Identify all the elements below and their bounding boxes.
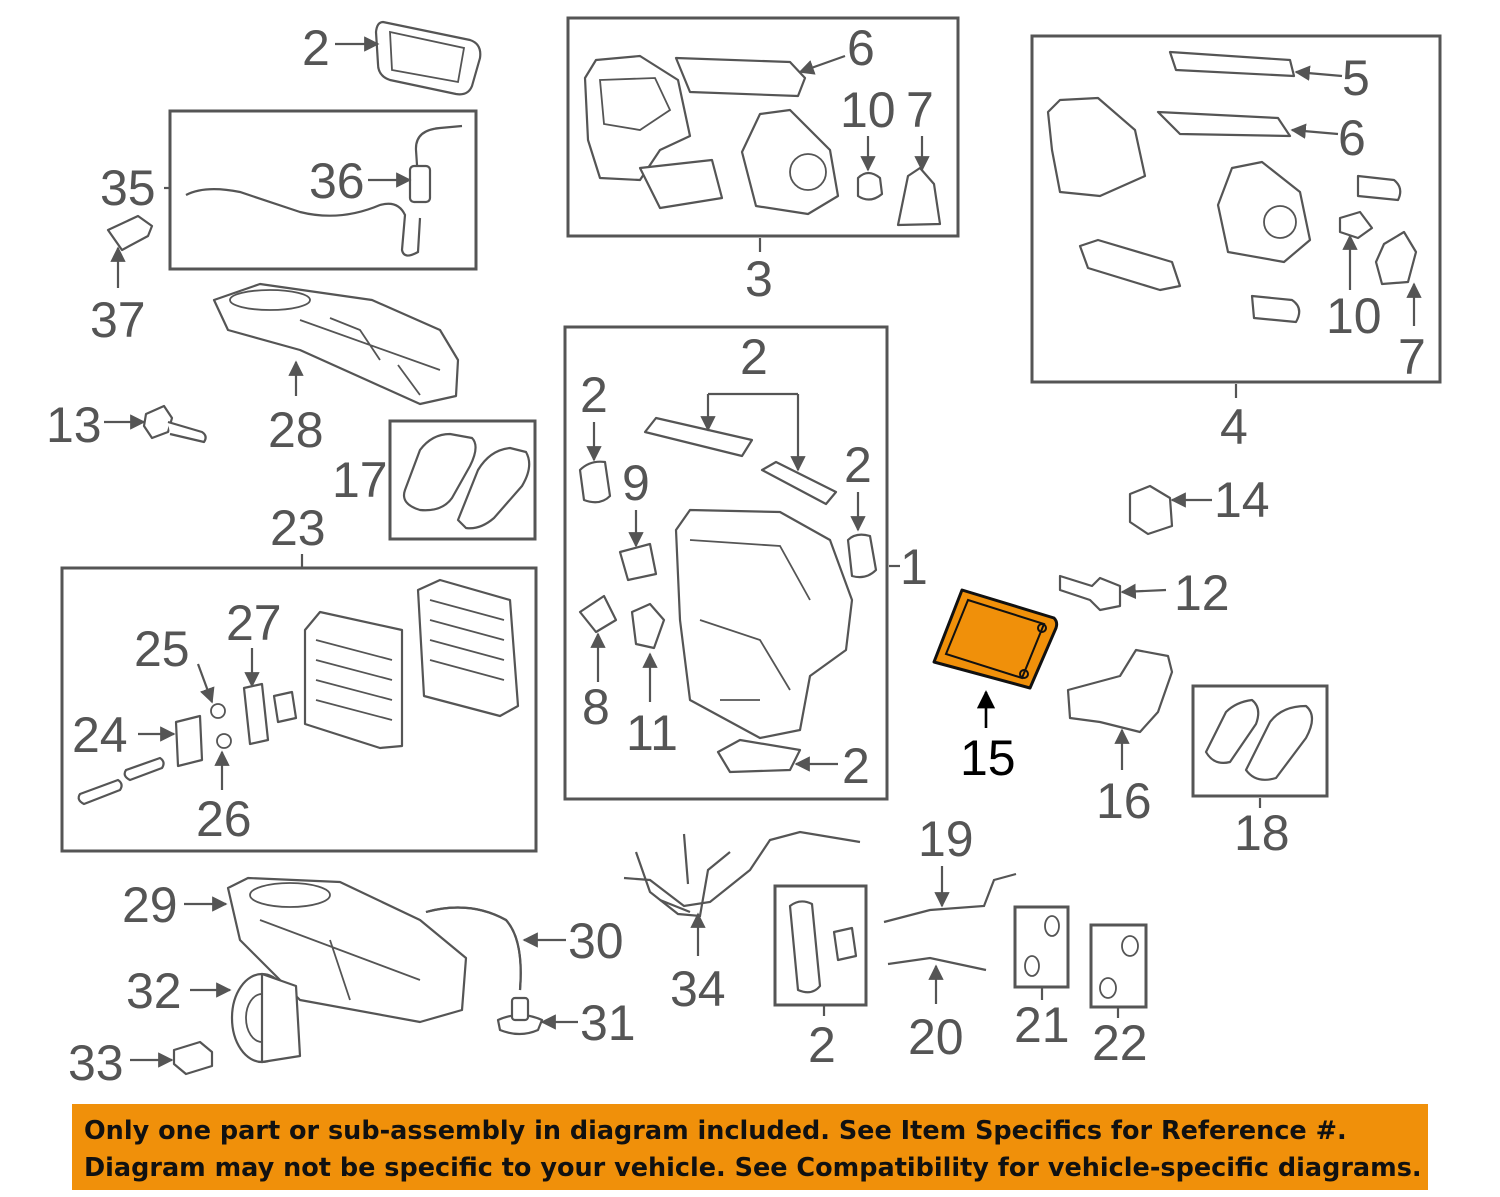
heater-core-15-highlighted [932, 588, 1059, 690]
leader-lines [104, 36, 1422, 1068]
callout-2: 2 [740, 329, 768, 385]
ac-hose-assembly [185, 124, 463, 257]
callout-numbers: 2 6 10 7 5 6 36 35 37 3 10 7 4 13 28 2 2… [46, 20, 1426, 1091]
callout-32: 32 [126, 963, 182, 1019]
notice-line-2: Diagram may not be specific to your vehi… [84, 1153, 1422, 1183]
group-box-18 [1191, 684, 1329, 798]
callout-21: 21 [1014, 997, 1070, 1053]
bolt-12 [1058, 574, 1122, 612]
callout-19: 19 [918, 811, 974, 867]
callout-25: 25 [134, 621, 190, 677]
callout-15-highlighted: 15 [960, 730, 1016, 786]
callout-16: 16 [1096, 773, 1152, 829]
notice-line-1: Only one part or sub-assembly in diagram… [84, 1116, 1347, 1146]
blower-motor-32 [230, 972, 302, 1064]
callout-9: 9 [622, 455, 650, 511]
callout-3: 3 [745, 251, 773, 307]
wiring-harness-34 [623, 830, 861, 918]
callout-23: 23 [270, 500, 326, 556]
callout-24: 24 [72, 707, 128, 763]
callout-4: 4 [1220, 399, 1248, 455]
module-housing-4 [1046, 50, 1418, 324]
callout-10: 10 [1326, 288, 1382, 344]
callout-7: 7 [906, 82, 934, 138]
callout-31: 31 [580, 995, 636, 1051]
callout-13: 13 [46, 397, 102, 453]
heater-hoses-19-20 [883, 872, 1017, 972]
callout-6: 6 [847, 20, 875, 76]
group-box-17 [388, 419, 537, 541]
hvac-case-assembly-1 [578, 416, 878, 774]
duct-seals-17 [402, 432, 531, 530]
group-box-21 [1013, 905, 1070, 989]
module-housing-3 [583, 54, 942, 227]
seals-2-bottom [788, 900, 858, 994]
callout-34: 34 [670, 961, 726, 1017]
drain-valve-31 [496, 996, 544, 1036]
drain-hose-30 [425, 906, 522, 991]
callout-35: 35 [100, 160, 156, 216]
resistor-33 [172, 1040, 214, 1076]
callout-2: 2 [808, 1017, 836, 1073]
group-box-1 [563, 325, 889, 801]
group-box-22 [1089, 923, 1148, 1009]
callout-28: 28 [268, 402, 324, 458]
group-box-2-bottom [773, 884, 868, 1007]
connector-37 [106, 214, 154, 252]
callout-14: 14 [1214, 472, 1270, 528]
callout-6: 6 [1338, 110, 1366, 166]
callout-11: 11 [626, 705, 678, 761]
callout-29: 29 [122, 877, 178, 933]
gaskets-21-22 [1024, 915, 1139, 999]
seal-gasket-top [374, 20, 482, 96]
group-box-3 [566, 16, 960, 238]
callout-2: 2 [842, 738, 870, 794]
actuator-14 [1128, 484, 1174, 536]
callout-20: 20 [908, 1009, 964, 1065]
callout-7: 7 [1398, 329, 1426, 385]
group-box-35 [168, 109, 478, 271]
group-box-23 [60, 566, 538, 853]
callout-36: 36 [309, 153, 365, 209]
group-box-4 [1030, 34, 1442, 384]
air-duct-16 [1066, 648, 1174, 734]
callout-18: 18 [1234, 805, 1290, 861]
bolt-13 [142, 404, 207, 444]
callout-26: 26 [196, 791, 252, 847]
callout-2: 2 [844, 437, 872, 493]
evaporator-core-23 [77, 578, 520, 806]
callout-2: 2 [580, 367, 608, 423]
callout-33: 33 [68, 1035, 124, 1091]
callout-30: 30 [568, 913, 624, 969]
callout-12: 12 [1174, 565, 1230, 621]
callout-37: 37 [90, 292, 146, 348]
callout-17: 17 [332, 452, 388, 508]
callout-5: 5 [1342, 50, 1370, 106]
callout-27: 27 [226, 595, 282, 651]
notice-banner: Only one part or sub-assembly in diagram… [72, 1104, 1428, 1190]
duct-seals-18 [1204, 698, 1314, 781]
callout-8: 8 [582, 679, 610, 735]
callout-22: 22 [1092, 1015, 1148, 1071]
lower-duct-housing [212, 282, 460, 406]
callout-10: 10 [840, 82, 896, 138]
callout-1: 1 [900, 539, 928, 595]
callout-2: 2 [302, 20, 330, 76]
